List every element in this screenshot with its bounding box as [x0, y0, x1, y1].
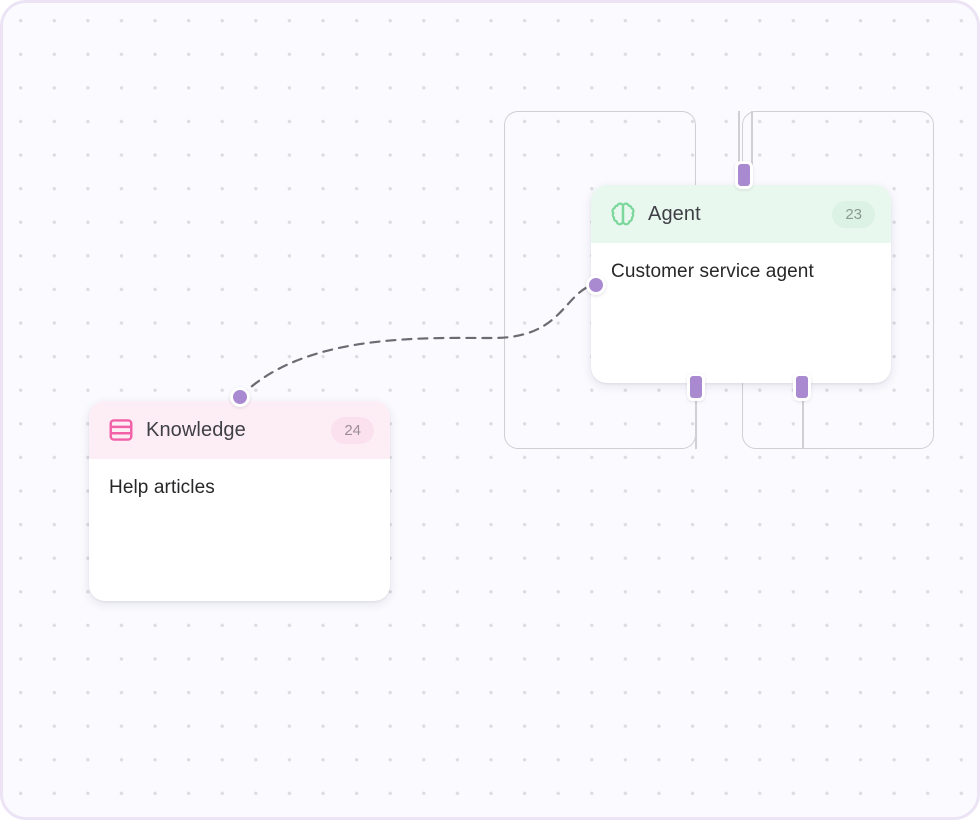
- agent-bottom-left-handle[interactable]: [687, 373, 705, 401]
- node-agent-title: Agent: [648, 202, 701, 225]
- node-knowledge[interactable]: Knowledge 24 Help articles: [89, 401, 390, 601]
- node-agent[interactable]: Agent 23 Customer service agent: [591, 185, 891, 383]
- handle-stem-bottom-left: [695, 398, 697, 449]
- handle-stem-top-right: [751, 111, 753, 171]
- handle-stem-top-left: [738, 111, 740, 171]
- brain-icon: [609, 200, 637, 228]
- node-agent-header: Agent 23: [591, 185, 891, 243]
- node-knowledge-body: Help articles: [89, 459, 390, 499]
- node-agent-badge: 23: [832, 200, 875, 228]
- knowledge-output-handle[interactable]: [230, 387, 250, 407]
- handle-stem-bottom-right: [802, 398, 804, 449]
- agent-input-handle[interactable]: [586, 275, 606, 295]
- node-knowledge-title: Knowledge: [146, 418, 246, 441]
- node-knowledge-header: Knowledge 24: [89, 401, 390, 459]
- node-agent-body-text: Customer service agent: [611, 261, 814, 282]
- node-knowledge-body-text: Help articles: [109, 477, 215, 498]
- database-stack-icon: [107, 416, 135, 444]
- node-knowledge-badge: 24: [331, 416, 374, 444]
- node-agent-body: Customer service agent: [591, 243, 891, 283]
- agent-top-handle[interactable]: [735, 161, 753, 189]
- agent-bottom-right-handle[interactable]: [793, 373, 811, 401]
